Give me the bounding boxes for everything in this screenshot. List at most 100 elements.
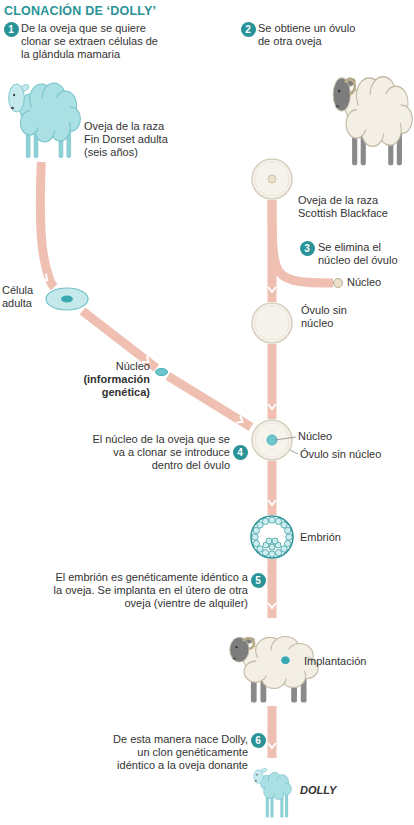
node-outline [333, 278, 343, 288]
ovum-inner-ring [255, 423, 289, 457]
node-outline [4, 62, 82, 162]
ovum-membrane [252, 303, 292, 343]
node-label: Célula adulta [2, 284, 44, 310]
node-outline [251, 158, 293, 200]
embryo-membrane [251, 516, 293, 558]
cell-nucleus [267, 435, 277, 445]
leader-line [290, 450, 298, 454]
sheep-head [333, 78, 350, 111]
node-label: Se obtiene un óvulo de otra oveja [258, 22, 360, 48]
sheep-horn [243, 638, 254, 649]
ovum-membrane [252, 159, 292, 199]
embryo-cell [257, 522, 263, 528]
node-outline [251, 419, 293, 461]
embryo-cell [257, 546, 263, 552]
embryo-cell [262, 550, 268, 556]
embryo-cell [281, 522, 287, 528]
callout-number: 4 [233, 445, 248, 460]
flow-connector [268, 461, 277, 515]
ovum-inner-ring [255, 306, 289, 340]
node-outline [155, 368, 168, 376]
node-label: Implantación [304, 655, 384, 668]
sheep-nose [11, 107, 14, 109]
embryo-cell [285, 540, 291, 546]
embryo-cell [275, 550, 281, 556]
sheep-body [266, 780, 287, 794]
node-label: Oveja de la raza Scottish Blackface [298, 194, 403, 220]
sheep-horn [345, 79, 355, 93]
sheep-nose [233, 657, 237, 659]
node-label: DOLLY [300, 784, 360, 797]
enucleated-ovum: Óvulo sin núcleo [251, 302, 293, 344]
sheep-nose [336, 105, 339, 108]
embryo-cell [269, 551, 275, 557]
removed-nucleus: Núcleo [333, 278, 343, 288]
node-label: Núcleo [298, 430, 358, 443]
callout-number: 2 [241, 22, 256, 37]
flow-connector [268, 200, 277, 302]
flow-connector [268, 559, 277, 618]
embryo-cell [272, 538, 278, 544]
callout-number: 3 [300, 241, 315, 256]
embryo-cell [281, 546, 287, 552]
node-label: Núcleo [347, 276, 397, 289]
cell-membrane [46, 288, 88, 310]
sheep-head [254, 770, 263, 784]
node-label: Núcleo [68, 360, 150, 373]
ovum-cell: Se obtiene un óvulo de otra oveja [251, 158, 293, 200]
embryo-cell [266, 538, 272, 544]
diagram-title: CLONACIÓN DE ‘DOLLY’ [4, 4, 156, 18]
callout-number: 5 [251, 573, 266, 588]
ovum-inner-ring [255, 162, 289, 196]
dolly-lamb: DOLLY [246, 758, 298, 820]
flow-connector [268, 344, 277, 419]
cell-nucleus [268, 175, 276, 183]
node-outline [250, 515, 294, 559]
surrogate-sheep: Implantación [224, 618, 320, 706]
egg-donor-sheep: Oveja de la raza Scottish Blackface [328, 52, 414, 170]
sheep-head [230, 637, 249, 662]
sheep-eye [13, 94, 15, 97]
embryo-cell [253, 540, 259, 546]
sheep-body [256, 649, 308, 679]
node-label: Embrión [300, 531, 360, 544]
reconstructed-ovum: NúcleoÓvulo sin núcleo [251, 419, 293, 461]
node-label: Óvulo sin núcleo [300, 448, 410, 461]
callout-number: 1 [4, 22, 19, 37]
sheep-eye [338, 89, 340, 92]
cell-nucleus [61, 296, 73, 303]
ovum-membrane [252, 420, 292, 460]
embryo-cell [253, 527, 259, 533]
nucleus-shape [334, 279, 343, 288]
step-description: El núcleo de la oveja que se va a clonar… [82, 433, 230, 472]
node-outline [328, 52, 414, 170]
embryo: Embrión [250, 515, 294, 559]
flow-connector [40, 162, 54, 287]
embryo-cell [262, 518, 268, 524]
node-outline [45, 287, 89, 311]
step-description: De la oveja que se quiere clonar se extr… [21, 22, 163, 61]
sheep-head [9, 84, 25, 112]
implanted-embryo [281, 656, 291, 665]
flow-connector [268, 706, 277, 758]
sheep-eye [256, 774, 257, 776]
sheep-body [30, 97, 72, 131]
embryo-cell [252, 534, 258, 540]
embryo-cell [286, 534, 292, 540]
embryo-cell [285, 527, 291, 533]
embryo-cell [269, 517, 275, 523]
nucleus-shape [156, 369, 168, 376]
step-description: El embrión es genéticamente idéntico a l… [52, 571, 248, 610]
donor-nucleus: Núcleo(información genética) [155, 368, 168, 376]
node-outline [246, 758, 298, 820]
sheep-eye [235, 646, 237, 648]
sheep-body [356, 93, 402, 133]
node-outline [251, 302, 293, 344]
node-label: (información genética) [68, 373, 150, 399]
callout-number: 6 [251, 733, 266, 748]
connector-group [40, 162, 333, 758]
embryo-cell [269, 544, 275, 550]
donor-sheep: Oveja de la raza Fin Dorset adulta (seis… [4, 62, 82, 162]
step-description: Se elimina el núcleo del óvulo [318, 241, 408, 267]
